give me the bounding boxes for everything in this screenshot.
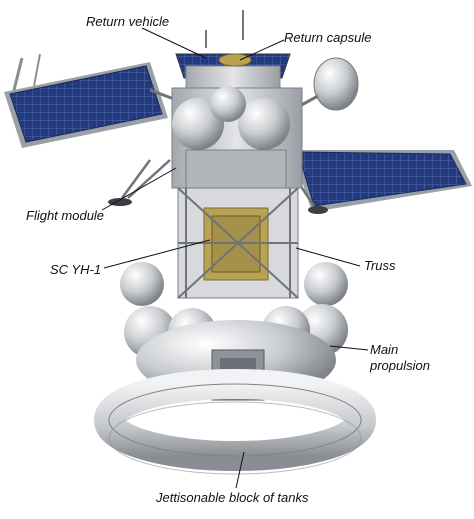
label-flight-module: Flight module [26,208,105,223]
label-sc-yh1: SC YH-1 [50,262,102,277]
leader-truss [295,247,361,267]
left-solar-panel [4,53,191,148]
label-main-propulsion-2: propulsion [370,358,430,373]
return-vehicle-deck [175,53,291,89]
leader-return-vehicle [141,27,207,59]
flight-module-body [171,86,303,191]
leader-return-capsule [239,39,285,61]
label-return-vehicle: Return vehicle [86,14,170,29]
leader-sc-yh1 [103,239,211,269]
truss-section [177,187,299,299]
leader-jettisonable-tanks [235,451,245,489]
label-jettisonable-tanks: Jettisonable block of tanks [156,490,309,505]
label-return-capsule: Return capsule [284,30,372,45]
leader-lines [101,27,369,489]
jettisonable-tank-ring [94,369,376,475]
antenna-dish [295,57,359,111]
label-main-propulsion-1: Main [370,342,399,357]
label-truss: Truss [364,258,396,273]
leader-flight-module [101,167,177,211]
leader-main-propulsion [329,345,369,351]
top-antennas [205,10,244,48]
